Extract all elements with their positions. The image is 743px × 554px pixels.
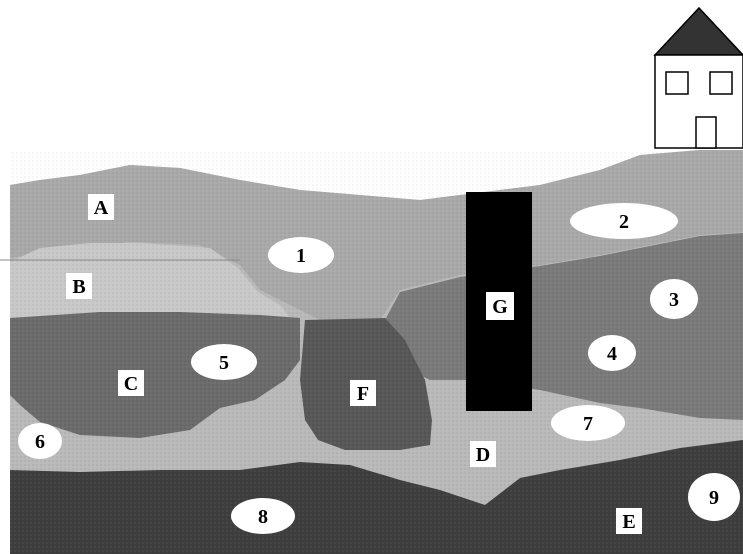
svg-text:D: D (476, 444, 490, 466)
svg-text:7: 7 (583, 413, 593, 435)
svg-text:B: B (72, 276, 85, 298)
label-C: C (118, 370, 144, 396)
label-D: D (470, 441, 496, 467)
label-F: F (350, 380, 376, 406)
svg-text:9: 9 (709, 487, 719, 509)
svg-text:5: 5 (219, 352, 229, 374)
point-5: 5 (191, 344, 257, 380)
point-1: 1 (268, 237, 334, 273)
svg-text:3: 3 (669, 289, 679, 311)
svg-text:F: F (357, 383, 369, 405)
point-6: 6 (18, 423, 62, 459)
point-2: 2 (570, 203, 678, 239)
point-9: 9 (688, 473, 740, 521)
svg-text:6: 6 (35, 431, 45, 453)
label-A: A (88, 194, 114, 220)
svg-text:4: 4 (607, 343, 617, 365)
svg-text:1: 1 (296, 245, 306, 267)
svg-text:E: E (622, 511, 635, 533)
svg-text:A: A (94, 197, 109, 219)
point-3: 3 (650, 279, 698, 319)
point-7: 7 (551, 405, 625, 441)
svg-text:8: 8 (258, 506, 268, 528)
svg-text:G: G (492, 296, 508, 318)
label-E: E (616, 508, 642, 534)
house-icon (655, 8, 743, 148)
svg-text:2: 2 (619, 211, 629, 233)
point-4: 4 (588, 335, 636, 371)
svg-text:C: C (124, 373, 138, 395)
point-8: 8 (231, 498, 295, 534)
label-B: B (66, 273, 92, 299)
label-G: G (486, 292, 514, 320)
